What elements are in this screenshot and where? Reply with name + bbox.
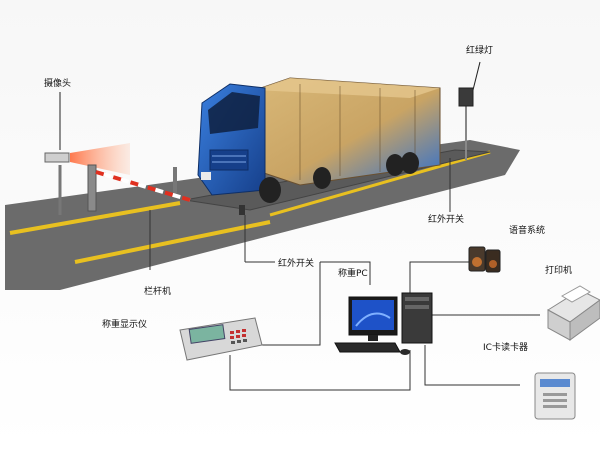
wires (229, 261, 540, 391)
label-weighing-display: 称重显示仪 (102, 320, 148, 330)
label-traffic-light: 红绿灯 (466, 46, 494, 56)
label-ic-card-reader: IC卡读卡器 (483, 343, 528, 353)
label-barrier: 栏杆机 (144, 287, 172, 297)
barrier-gate-icon (87, 164, 191, 212)
computer-icon (334, 292, 433, 355)
ir-post-icon (173, 167, 245, 215)
ic-card-reader-icon (534, 372, 576, 420)
label-voice-system: 语音系统 (509, 226, 546, 236)
label-printer: 打印机 (545, 266, 573, 276)
label-weighing-pc: 称重PC (338, 269, 368, 279)
weighing-display-icon (179, 317, 263, 361)
truck-icon (197, 77, 441, 203)
traffic-light-icon (458, 61, 481, 160)
label-camera: 摄像头 (44, 79, 72, 89)
speaker-icon (468, 246, 501, 273)
printer-icon (547, 285, 600, 341)
label-ir-switch-center: 红外开关 (278, 259, 315, 269)
label-ir-switch-right: 红外开关 (428, 215, 465, 225)
